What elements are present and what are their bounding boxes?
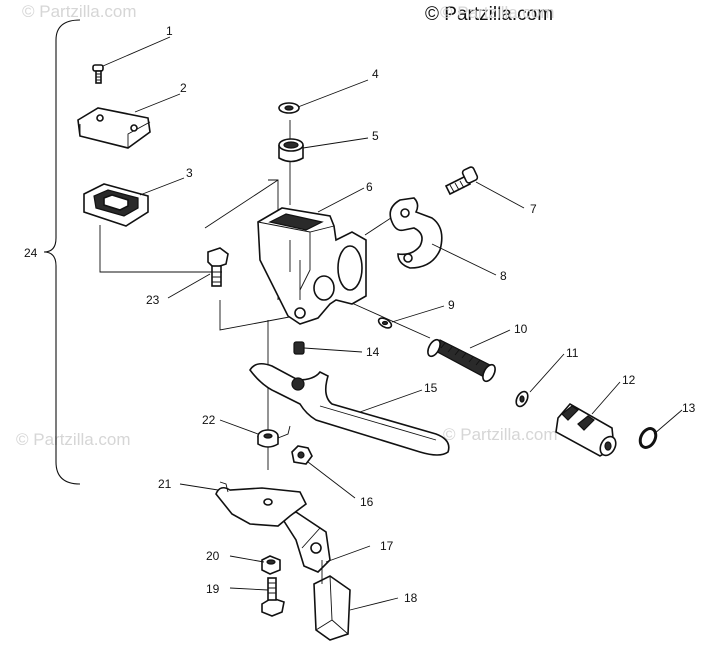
part-13-o-ring xyxy=(638,427,658,449)
callout-14: 14 xyxy=(366,345,380,359)
callout-20: 20 xyxy=(206,549,220,563)
callout-3: 3 xyxy=(186,166,193,180)
part-4-washer xyxy=(278,102,300,114)
copyright-notice: © Partzilla.com xyxy=(425,4,554,25)
part-7-clamp-bolt xyxy=(444,166,479,196)
assembly-bracket xyxy=(43,19,81,485)
callout-10: 10 xyxy=(514,322,528,336)
part-6-master-cylinder xyxy=(257,207,367,325)
part-1-screw xyxy=(92,64,104,84)
guide-line-bolt xyxy=(219,300,301,331)
callout-13: 13 xyxy=(682,401,696,415)
part-21-lever-bracket xyxy=(215,481,308,527)
callout-19: 19 xyxy=(206,582,220,596)
part-22-pivot-spring xyxy=(257,425,291,448)
part-16-nut xyxy=(291,445,313,465)
part-3-diaphragm xyxy=(83,183,149,227)
part-8-clamp xyxy=(389,197,443,269)
part-17-switch-bracket xyxy=(280,511,331,573)
callout-23: 23 xyxy=(146,293,160,307)
callout-1: 1 xyxy=(166,24,173,38)
part-2-reservoir-cover xyxy=(77,107,151,149)
leader-lines xyxy=(102,36,683,611)
callout-6: 6 xyxy=(366,180,373,194)
watermark-bottom-right: © Partzilla.com xyxy=(443,425,558,444)
callout-7: 7 xyxy=(530,202,537,216)
part-15-brake-lever xyxy=(249,362,450,456)
part-9-washer xyxy=(377,317,393,329)
callout-12: 12 xyxy=(622,373,636,387)
callout-21: 21 xyxy=(158,477,172,491)
watermark-top-right: © Partzilla.com xyxy=(440,3,555,22)
callout-9: 9 xyxy=(448,298,455,312)
watermark-top-left: © Partzilla.com xyxy=(22,2,137,21)
part-14-bushing xyxy=(293,341,305,355)
callout-11: 11 xyxy=(566,346,579,360)
guide-line-gasket xyxy=(204,179,279,229)
part-10-spring xyxy=(427,338,496,383)
callout-16: 16 xyxy=(360,495,374,509)
callout-15: 15 xyxy=(424,381,438,395)
part-5-seal xyxy=(278,138,304,163)
callout-5: 5 xyxy=(372,129,379,143)
callout-18: 18 xyxy=(404,591,418,605)
part-12-piston xyxy=(555,402,617,457)
watermark-bottom-left: © Partzilla.com xyxy=(16,430,131,449)
part-11-washer xyxy=(515,390,529,408)
callout-8: 8 xyxy=(500,269,507,283)
callout-24: 24 xyxy=(24,246,38,260)
callout-labels: 1 2 3 4 5 6 7 8 9 10 11 12 13 14 15 16 1… xyxy=(24,24,696,605)
guide-line-cover xyxy=(99,225,222,273)
part-20-nut xyxy=(261,555,281,575)
part-19-bolt xyxy=(261,577,285,617)
part-23-bolt xyxy=(207,247,229,287)
callout-2: 2 xyxy=(180,81,187,95)
callout-17: 17 xyxy=(380,539,394,553)
part-18-switch xyxy=(313,560,351,641)
callout-22: 22 xyxy=(202,413,216,427)
callout-4: 4 xyxy=(372,67,379,81)
